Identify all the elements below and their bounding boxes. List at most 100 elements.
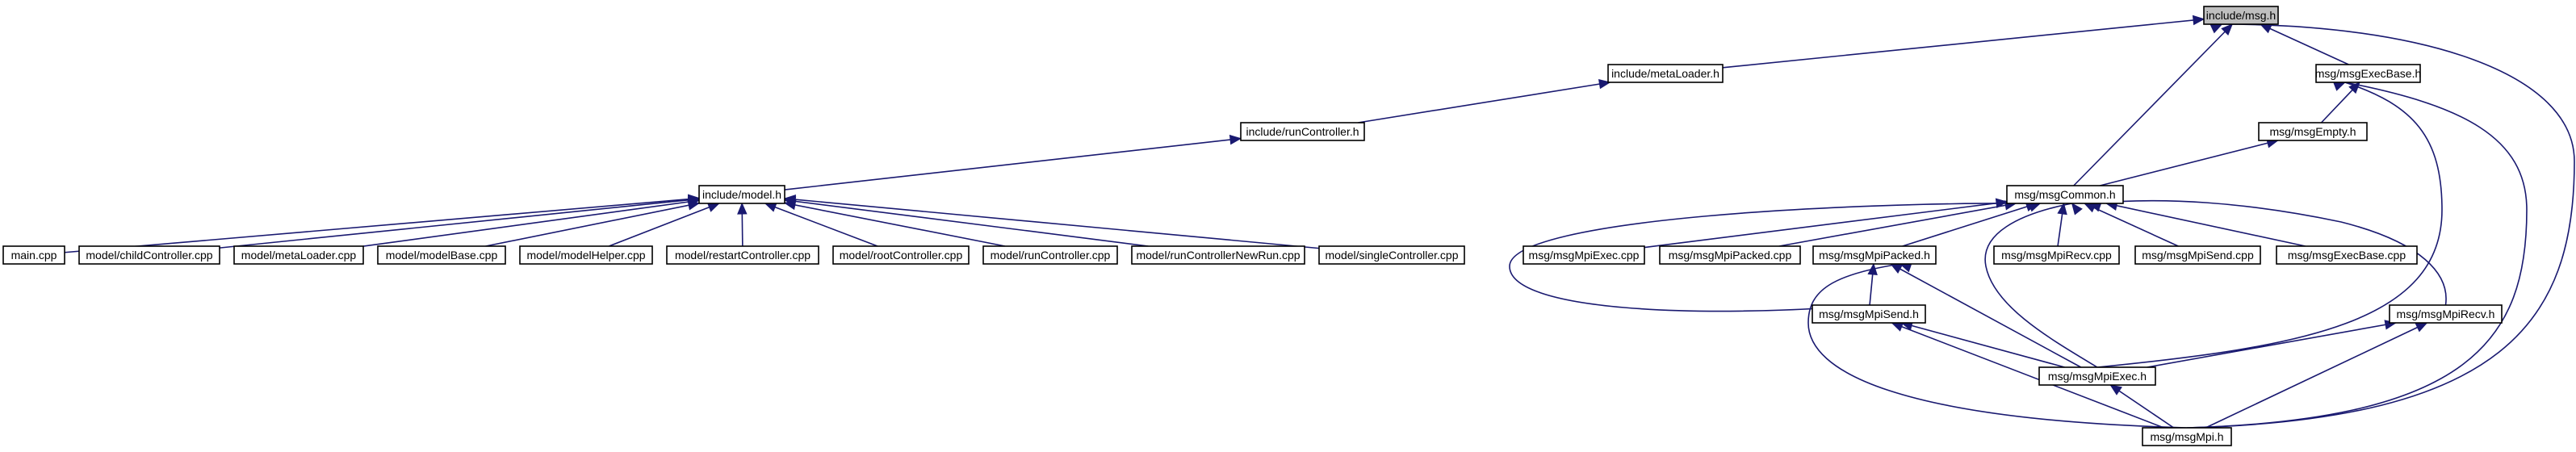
node-msgMpiSend_cpp[interactable]: msg/msgMpiSend.cpp	[2134, 245, 2261, 265]
node-label: msg/msgMpiPacked.h	[1819, 249, 1930, 262]
edge-line	[2084, 203, 2179, 247]
node-box	[2276, 245, 2418, 265]
edge-line	[1778, 203, 2017, 247]
edge-restartController_cpp-to-model_h	[737, 202, 748, 247]
node-msgCommon_h[interactable]: msg/msgCommon.h	[2006, 185, 2124, 204]
edge-line	[2186, 23, 2575, 429]
node-box	[2134, 245, 2261, 265]
edge-msgMpiExec_cpp-to-msgCommon_h	[1644, 198, 2008, 249]
edge-metaLoader_cpp-to-model_h	[362, 196, 701, 247]
node-metaLoader_h[interactable]: include/metaLoader.h	[1607, 64, 1724, 83]
node-runControllerNewRun_cpp[interactable]: model/runControllerNewRun.cpp	[1131, 245, 1305, 265]
node-label: model/modelHelper.cpp	[526, 249, 645, 262]
edge-line	[219, 198, 700, 249]
node-label: include/model.h	[702, 188, 781, 201]
node-msgMpiSend_h[interactable]: msg/msgMpiSend.h	[1812, 304, 1926, 324]
edge-msgCommon_h-to-msg_h	[2073, 23, 2234, 186]
arrowhead-icon	[2209, 23, 2223, 34]
node-msgExecBase_h[interactable]: msg/msgExecBase.h	[2315, 64, 2422, 83]
node-box	[1812, 304, 1926, 324]
edge-msgMpi_h-to-msgMpiExec_h	[2109, 384, 2175, 429]
edge-msgCommon_h-to-msgEmpty_h	[2100, 138, 2279, 186]
node-msgMpiPacked_cpp[interactable]: msg/msgMpiPacked.cpp	[1659, 245, 1801, 265]
edge-line	[1722, 18, 2205, 69]
edge-line	[1901, 322, 2065, 368]
node-label: model/runControllerNewRun.cpp	[1136, 249, 1300, 262]
arrowhead-icon	[687, 200, 701, 211]
node-box	[698, 185, 785, 204]
edge-rootController_cpp-to-model_h	[764, 202, 878, 247]
node-box	[666, 245, 819, 265]
node-box	[2203, 6, 2279, 25]
node-label: msg/msgExecBase.h	[2315, 67, 2422, 80]
edge-line	[2147, 322, 2397, 368]
arrowhead-icon	[706, 203, 720, 212]
arrowhead-icon	[2192, 15, 2205, 26]
edge-msgExecBase_cpp-to-msgCommon_h	[2105, 200, 2306, 247]
node-label: model/restartController.cpp	[675, 249, 810, 262]
node-modelHelper_cpp[interactable]: model/modelHelper.cpp	[519, 245, 653, 265]
edge-line	[485, 202, 700, 247]
edge-line	[2073, 23, 2233, 186]
node-box	[1318, 245, 1465, 265]
node-box	[2, 245, 65, 265]
node-rootController_cpp[interactable]: model/rootController.cpp	[832, 245, 970, 265]
node-msg_h: include/msg.h	[2203, 6, 2279, 25]
node-msgMpiRecv_cpp[interactable]: msg/msgMpiRecv.cpp	[1993, 245, 2120, 265]
arrowhead-icon	[2332, 81, 2346, 91]
node-msgMpi_h[interactable]: msg/msgMpi.h	[2142, 427, 2232, 446]
node-label: msg/msgMpi.h	[2150, 430, 2223, 443]
node-msgEmpty_h[interactable]: msg/msgEmpty.h	[2258, 122, 2368, 141]
arrowhead-icon	[1891, 322, 1904, 332]
nodes-layer: include/msg.h include/metaLoader.h include…	[2, 6, 2503, 446]
edge-line	[784, 199, 1149, 247]
node-main_cpp[interactable]: main.cpp	[2, 245, 65, 265]
node-label: model/rootController.cpp	[840, 249, 963, 262]
edge-line	[2205, 322, 2427, 429]
node-label: msg/msgMpiExec.h	[2048, 370, 2147, 383]
edge-line	[2096, 82, 2443, 368]
node-label: model/childController.cpp	[86, 249, 212, 262]
node-label: msg/msgMpiSend.h	[1819, 308, 1919, 320]
node-childController_cpp[interactable]: model/childController.cpp	[78, 245, 220, 265]
edge-line	[784, 198, 1320, 249]
node-msgExecBase_cpp[interactable]: msg/msgExecBase.cpp	[2276, 245, 2418, 265]
edge-msgMpiPacked_cpp-to-msgCommon_h	[1778, 200, 2017, 247]
node-box	[78, 245, 220, 265]
edge-msgMpiRecv_cpp-to-msgCommon_h	[2057, 202, 2067, 247]
node-label: model/singleController.cpp	[1326, 249, 1459, 262]
arrowhead-icon	[2071, 202, 2083, 216]
edge-line	[1509, 203, 2041, 312]
node-label: model/metaLoader.cpp	[241, 249, 357, 262]
node-msgMpiExec_h[interactable]: msg/msgMpiExec.h	[2038, 366, 2156, 386]
arrowhead-icon	[2221, 23, 2234, 36]
node-box	[519, 245, 653, 265]
edge-msgEmpty_h-to-msgExecBase_h	[2320, 82, 2360, 123]
node-msgMpiExec_cpp[interactable]: msg/msgMpiExec.cpp	[1523, 245, 1645, 265]
node-runController_cpp[interactable]: model/runController.cpp	[982, 245, 1118, 265]
edge-line	[2260, 23, 2349, 65]
edge-model_h-to-runController_h	[784, 134, 1242, 190]
node-singleController_cpp[interactable]: model/singleController.cpp	[1318, 245, 1465, 265]
node-metaLoader_cpp[interactable]: model/metaLoader.cpp	[233, 245, 364, 265]
edge-line	[362, 199, 700, 247]
node-runController_h[interactable]: include/runController.h	[1240, 122, 1365, 141]
node-box	[982, 245, 1118, 265]
edge-line	[2100, 140, 2278, 186]
edge-msgMpiExec_h-to-msgCommon_h	[1984, 202, 2098, 368]
node-box	[1240, 122, 1365, 141]
edge-line	[1807, 263, 2188, 429]
node-msgMpiRecv_h[interactable]: msg/msgMpiRecv.h	[2389, 304, 2503, 324]
edge-line	[2186, 82, 2528, 429]
node-label: include/runController.h	[1246, 125, 1359, 138]
arrowhead-icon	[1598, 78, 1611, 90]
edge-msgMpi_h-to-msgExecBase_h	[2186, 81, 2528, 429]
node-restartController_cpp[interactable]: model/restartController.cpp	[666, 245, 819, 265]
edge-line	[764, 203, 878, 247]
node-box	[233, 245, 364, 265]
node-modelBase_cpp[interactable]: model/modelBase.cpp	[377, 245, 506, 265]
node-msgMpiPacked_h[interactable]: msg/msgMpiPacked.h	[1812, 245, 1937, 265]
node-box	[1993, 245, 2120, 265]
node-model_h[interactable]: include/model.h	[698, 185, 785, 204]
edge-line	[1644, 201, 2008, 249]
